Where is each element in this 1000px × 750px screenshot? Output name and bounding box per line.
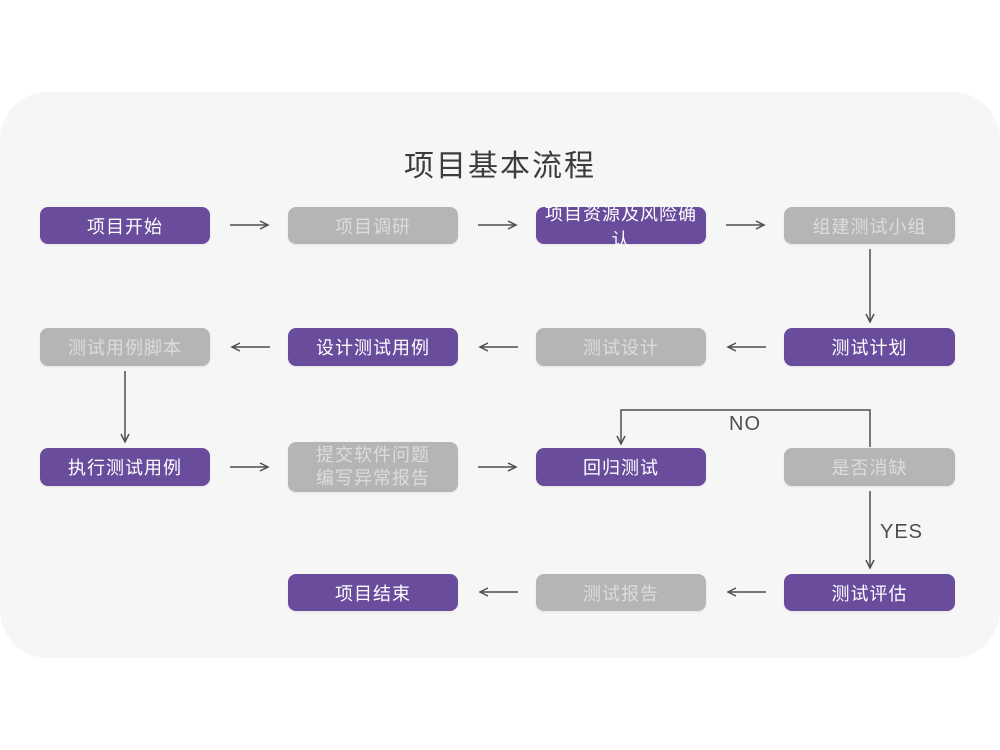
node-test-case-script: 测试用例脚本: [40, 328, 210, 366]
node-project-start: 项目开始: [40, 207, 210, 244]
arrow-no-loop: [616, 409, 871, 447]
node-regression-test: 回归测试: [536, 448, 706, 486]
flowchart-card: [0, 92, 1000, 658]
node-test-design: 测试设计: [536, 328, 706, 366]
node-test-report: 测试报告: [536, 574, 706, 611]
branch-label-no: NO: [729, 413, 761, 435]
node-test-evaluation: 测试评估: [784, 574, 955, 611]
node-project-end: 项目结束: [288, 574, 458, 611]
node-submit-issues-text: 提交软件问题 编写异常报告: [316, 445, 430, 488]
node-build-test-team: 组建测试小组: [784, 207, 955, 244]
page-title: 项目基本流程: [404, 150, 596, 183]
node-defect-cleared-check: 是否消缺: [784, 448, 955, 486]
node-project-resources-risk-confirm: 项目资源及风险确认: [536, 204, 706, 250]
branch-label-yes: YES: [880, 521, 924, 543]
node-project-research: 项目调研: [288, 207, 458, 244]
node-test-plan: 测试计划: [784, 328, 955, 366]
node-design-test-cases: 设计测试用例: [288, 328, 458, 366]
node-execute-test-cases: 执行测试用例: [40, 448, 210, 486]
node-submit-issues-write-report: 提交软件问题 编写异常报告: [288, 442, 458, 492]
